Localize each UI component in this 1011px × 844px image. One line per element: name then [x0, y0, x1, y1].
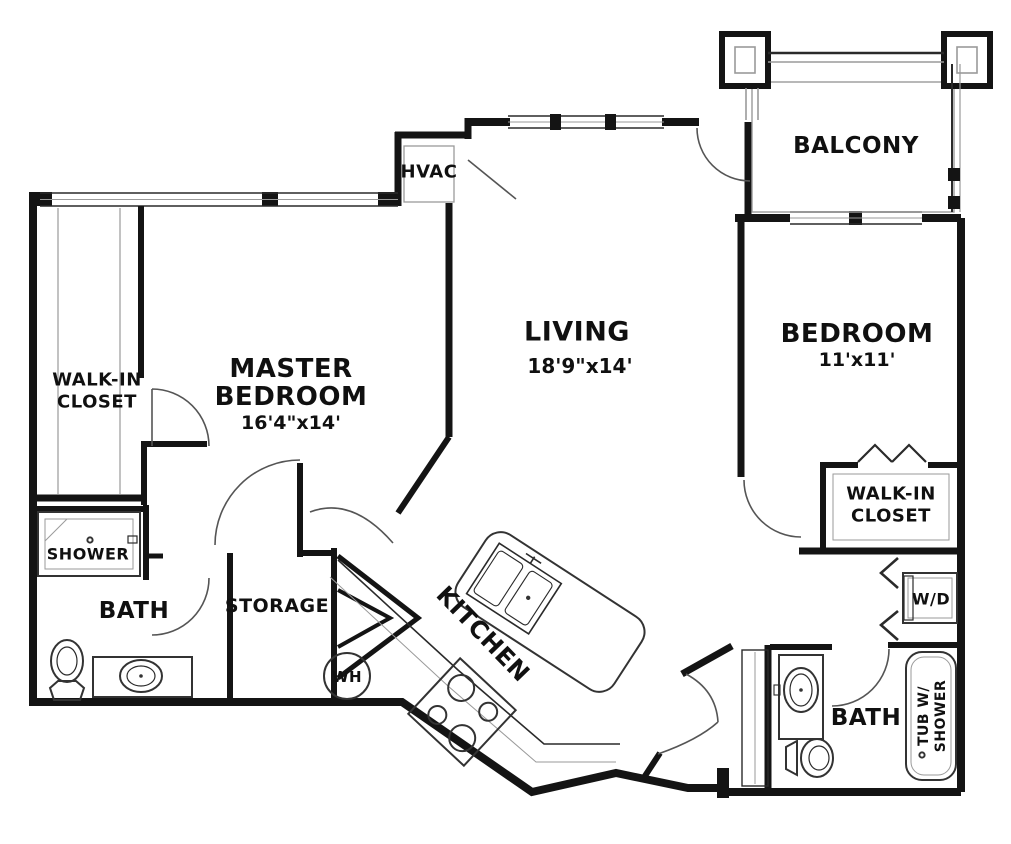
walk-in-closet-label: WALK-IN	[52, 370, 142, 391]
doors	[151, 127, 927, 755]
balcony-column-inner	[734, 46, 756, 74]
bifold-door-icon	[878, 557, 899, 641]
balcony-structure	[719, 31, 993, 213]
bedroom-door-arc	[743, 479, 802, 538]
stove-icon	[406, 656, 518, 768]
master-bedroom-label: MASTER	[229, 354, 352, 384]
angled-cabinet-wall	[336, 554, 423, 680]
master-bedroom-dimensions: 16'4"x14'	[241, 412, 341, 434]
entry-angled-wall	[640, 751, 663, 781]
water-heater-icon	[323, 652, 371, 700]
kitchen-counter-edge	[329, 576, 616, 763]
entry-angled-wall	[680, 642, 734, 678]
entry-closet	[741, 649, 769, 787]
kitchen-counter-edge	[337, 559, 620, 745]
balcony-door-arc	[696, 127, 751, 182]
bifold-door-icon	[857, 443, 927, 463]
closet-inner-line	[832, 473, 950, 541]
bath-label: BATH	[99, 598, 169, 624]
window-top-left	[40, 192, 398, 207]
angled-cabinet-wall	[337, 588, 395, 649]
interior-walls	[33, 203, 961, 790]
window-mullion	[550, 114, 561, 130]
toilet-icon	[785, 738, 834, 778]
kitchen-label: KITCHEN	[431, 581, 536, 688]
tub-shower-label: TUB W/	[916, 686, 932, 746]
bath-label: BATH	[831, 705, 901, 731]
vanity-sink-icon	[773, 654, 824, 740]
master-bedroom-door-arc	[214, 459, 301, 546]
vanity-sink-icon	[92, 656, 193, 698]
kitchen-island	[454, 531, 646, 693]
master-closet-door-arc	[151, 388, 210, 447]
washer-dryer-icon	[902, 572, 958, 624]
bedroom-dimensions: 11'x11'	[819, 349, 896, 371]
master-bath-door-arc	[151, 577, 210, 636]
storage-label: STORAGE	[225, 595, 329, 617]
master-diagonal-wall	[395, 435, 452, 515]
balcony-floor	[751, 81, 955, 213]
balcony-column-icon	[719, 31, 771, 89]
bedroom-label: BEDROOM	[781, 319, 934, 349]
kitchen-hall-door-arc	[309, 507, 394, 544]
window-living-north	[508, 114, 664, 130]
labels: LIVING 18'9"x14' MASTER BEDROOM 16'4"x14…	[47, 133, 950, 752]
hvac-unit-box	[403, 145, 455, 203]
rail-post	[948, 168, 960, 181]
exterior-walls	[29, 118, 965, 798]
balcony-label: BALCONY	[793, 133, 919, 159]
walk-in-closet-label: CLOSET	[57, 392, 137, 413]
hvac-label: HVAC	[401, 162, 458, 183]
entry-double-door-arcs	[657, 673, 719, 755]
living-label: LIVING	[524, 317, 630, 348]
windows	[40, 114, 922, 225]
balcony-column-icon	[941, 31, 993, 89]
closet-shelf-lines	[57, 208, 121, 494]
island-sink-icon	[465, 542, 563, 635]
master-bedroom-label: BEDROOM	[215, 382, 368, 412]
shower-pan-icon	[37, 511, 141, 577]
water-heater-label: WH	[332, 668, 362, 686]
tub-shower-label: SHOWER	[933, 680, 949, 753]
rail-post	[948, 196, 960, 209]
walk-in-closet-label: CLOSET	[851, 506, 931, 527]
exterior-wall-bottom-left	[29, 698, 719, 797]
tub-shower-icon	[905, 651, 957, 781]
fixtures	[37, 145, 958, 787]
hvac-door-leaf	[467, 159, 517, 200]
living-dimensions: 18'9"x14'	[527, 354, 632, 378]
toilet-icon	[48, 639, 86, 701]
second-bath-door-arc	[831, 648, 890, 707]
window-mullion	[605, 114, 616, 130]
washer-dryer-label: W/D	[912, 590, 950, 609]
balcony-connector	[745, 88, 759, 120]
balcony-column-inner	[956, 46, 978, 74]
shower-label: SHOWER	[47, 545, 129, 564]
walk-in-closet-label: WALK-IN	[846, 484, 936, 505]
